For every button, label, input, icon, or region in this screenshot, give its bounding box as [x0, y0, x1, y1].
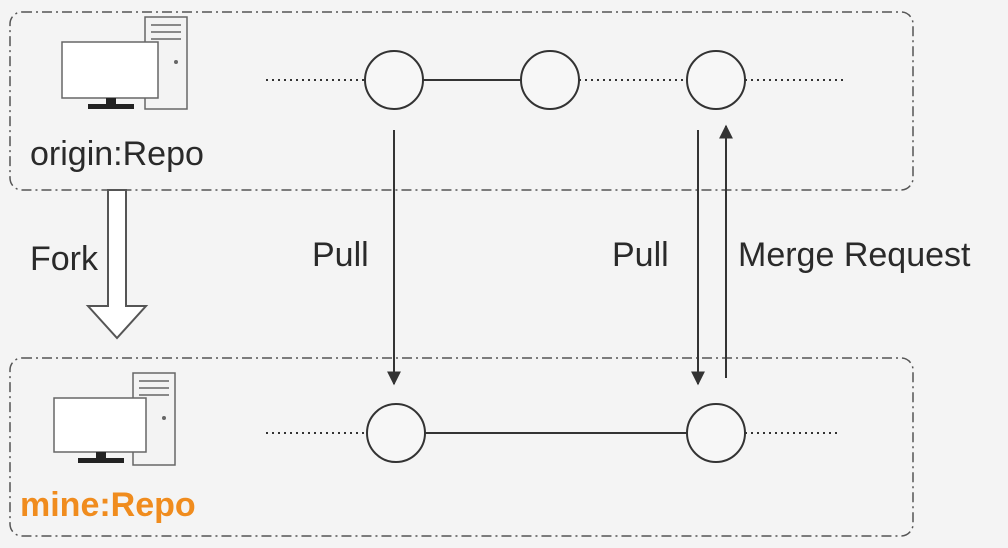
pull-label-second: Pull	[612, 236, 669, 274]
mine-commit-node-1	[366, 403, 426, 463]
origin-commit-node-2	[520, 50, 580, 110]
origin-commit-node-1	[364, 50, 424, 110]
origin-commit-node-3	[686, 50, 746, 110]
computer-icon	[53, 372, 176, 466]
mine-repo-label: mine:Repo	[20, 486, 196, 524]
origin-repo-box	[9, 11, 914, 191]
fork-label: Fork	[30, 240, 98, 278]
computer-icon	[61, 16, 188, 110]
hollow-down-arrow-icon	[85, 189, 149, 340]
mine-commit-node-2	[686, 403, 746, 463]
origin-repo-label: origin:Repo	[30, 135, 204, 173]
merge-request-label: Merge Request	[738, 236, 971, 274]
mine-repo-box	[9, 357, 914, 537]
pull-label-first: Pull	[312, 236, 369, 274]
